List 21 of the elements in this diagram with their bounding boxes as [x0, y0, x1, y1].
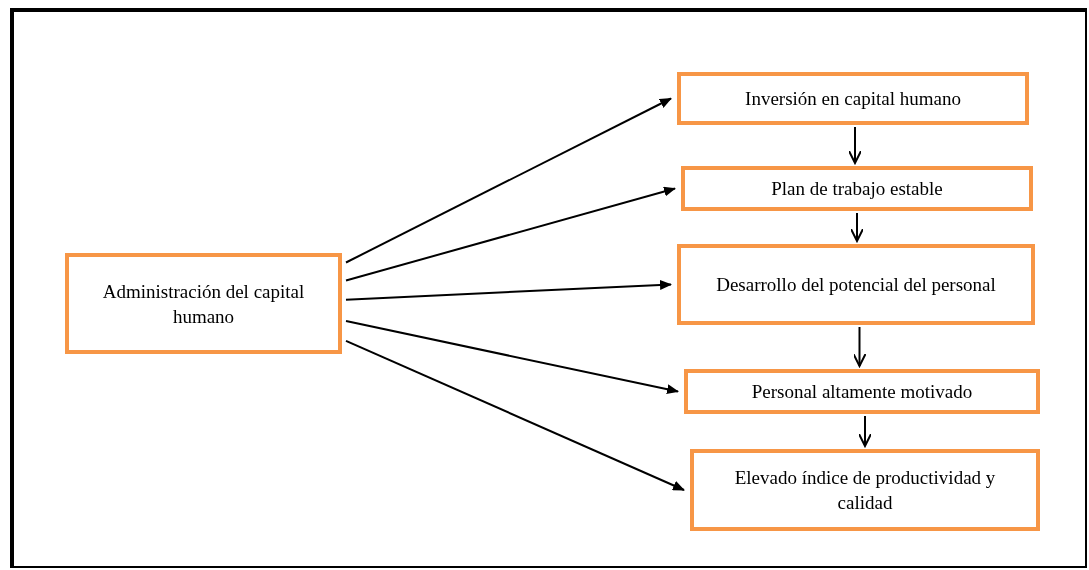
arrow: [850, 212, 864, 242]
arrow: [345, 339, 685, 491]
process-box: [677, 244, 1035, 325]
box-label: Administración del capital humano: [101, 279, 306, 329]
arrow: [858, 415, 872, 447]
arrow: [345, 186, 676, 282]
process-box: [677, 72, 1029, 125]
process-box: [65, 253, 342, 354]
box-label: Elevado índice de productividad y calidad: [733, 466, 997, 515]
arrow: [345, 280, 672, 301]
arrow: [345, 320, 679, 395]
arrow: [852, 326, 867, 367]
process-box: [684, 369, 1040, 414]
arrow: [345, 97, 672, 264]
process-box: [690, 449, 1040, 531]
box-label: Desarrollo del potencial del personal: [716, 273, 996, 297]
box-label: Inversión en capital humano: [745, 87, 961, 111]
process-box: [681, 166, 1033, 211]
box-label: Plan de trabajo estable: [771, 177, 943, 201]
arrow: [848, 126, 862, 164]
box-label: Personal altamente motivado: [751, 380, 973, 404]
